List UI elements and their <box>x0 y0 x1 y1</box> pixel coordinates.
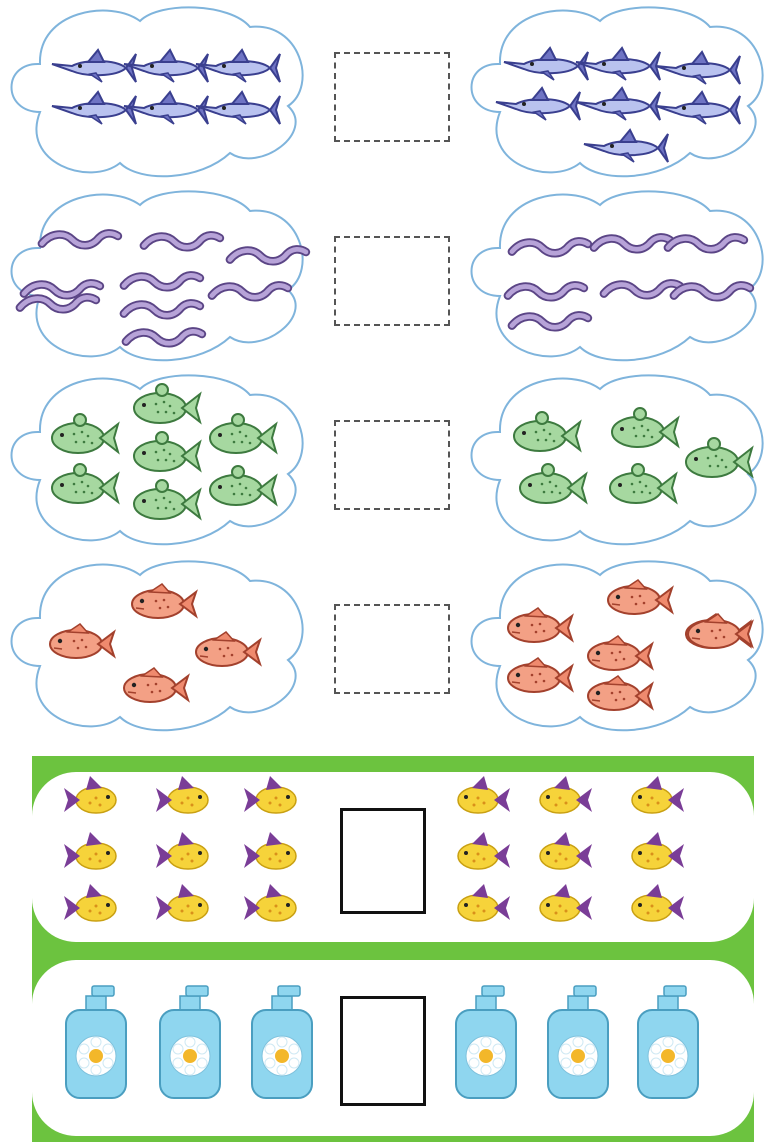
answer-box-green-fish[interactable] <box>334 420 450 510</box>
cloud-right-eel <box>470 190 764 362</box>
cloud-left-swordfish <box>10 6 304 178</box>
answer-box-red-fish[interactable] <box>334 604 450 694</box>
answer-box-soap-bottle[interactable] <box>340 996 426 1106</box>
cloud-left-red-fish <box>10 560 304 732</box>
answer-box-yellow-fish[interactable] <box>340 808 426 914</box>
cloud-right-swordfish <box>470 6 764 178</box>
cloud-left-eel <box>10 190 304 362</box>
answer-box-eel[interactable] <box>334 236 450 326</box>
answer-box-swordfish[interactable] <box>334 52 450 142</box>
